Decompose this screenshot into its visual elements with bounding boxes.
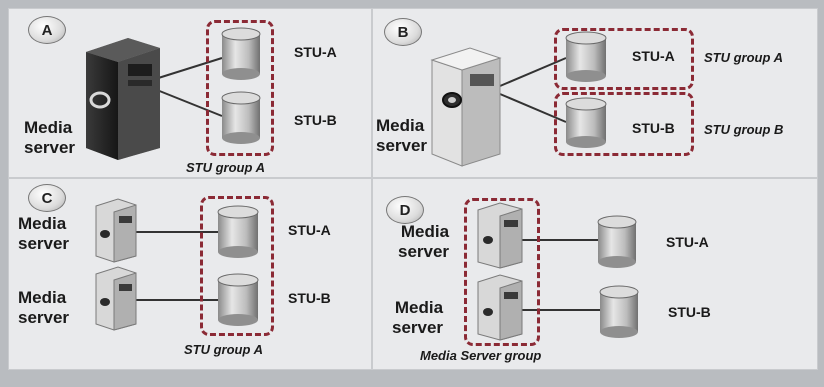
storage-unit-cylinder-icon	[599, 285, 639, 338]
storage-unit-cylinder-icon	[217, 205, 259, 258]
panel-b-stu-a-label: STU-A	[632, 48, 675, 64]
storage-unit-cylinder-icon	[221, 91, 261, 144]
panel-c-stu-a-label: STU-A	[288, 222, 331, 238]
panel-d	[372, 178, 818, 370]
panel-b-stu-b-label: STU-B	[632, 120, 675, 136]
panel-a	[8, 8, 372, 178]
panel-a-stu-b-label: STU-B	[294, 112, 337, 128]
group-box-b-stu-group-a	[554, 28, 694, 90]
panel-c-stu-b-label: STU-B	[288, 290, 331, 306]
panel-c-server-2-label: Media server	[18, 288, 70, 327]
storage-unit-cylinder-icon	[221, 27, 261, 80]
group-box-c-stu	[200, 196, 274, 336]
media-server-icon	[477, 202, 523, 269]
panel-c	[8, 178, 372, 370]
storage-unit-cylinder-icon	[597, 215, 637, 268]
panel-a-server-label: Media server	[24, 118, 76, 157]
media-server-icon	[477, 274, 523, 341]
storage-unit-cylinder-icon	[217, 273, 259, 326]
panel-d-group-label: Media Server group	[420, 348, 542, 363]
panel-d-server-2-label: Media server	[392, 298, 444, 337]
panel-c-server-1-label: Media server	[18, 214, 70, 253]
group-box-d-media-server	[464, 198, 540, 346]
panel-b-group-a-label: STU group A	[704, 50, 783, 65]
storage-unit-cylinder-icon	[565, 31, 607, 82]
panel-d-badge: D	[386, 196, 424, 224]
panel-c-group-label: STU group A	[184, 342, 263, 357]
panel-a-group-label: STU group A	[186, 160, 265, 175]
panel-b-server-label: Media server	[376, 116, 428, 155]
panel-a-badge: A	[28, 16, 66, 44]
media-server-icon	[95, 198, 137, 263]
media-server-icon	[95, 266, 137, 331]
storage-unit-cylinder-icon	[565, 97, 607, 148]
group-box-b-stu-group-b	[554, 92, 694, 156]
group-box-a-stu	[206, 20, 274, 156]
panel-a-stu-a-label: STU-A	[294, 44, 337, 60]
media-server-icon	[430, 47, 502, 167]
panel-d-stu-a-label: STU-A	[666, 234, 709, 250]
panel-b-group-b-label: STU group B	[704, 122, 784, 137]
panel-d-stu-b-label: STU-B	[668, 304, 711, 320]
panel-b-badge: B	[384, 18, 422, 46]
panel-c-badge: C	[28, 184, 66, 212]
panel-d-server-1-label: Media server	[398, 222, 450, 261]
media-server-icon	[86, 38, 160, 160]
